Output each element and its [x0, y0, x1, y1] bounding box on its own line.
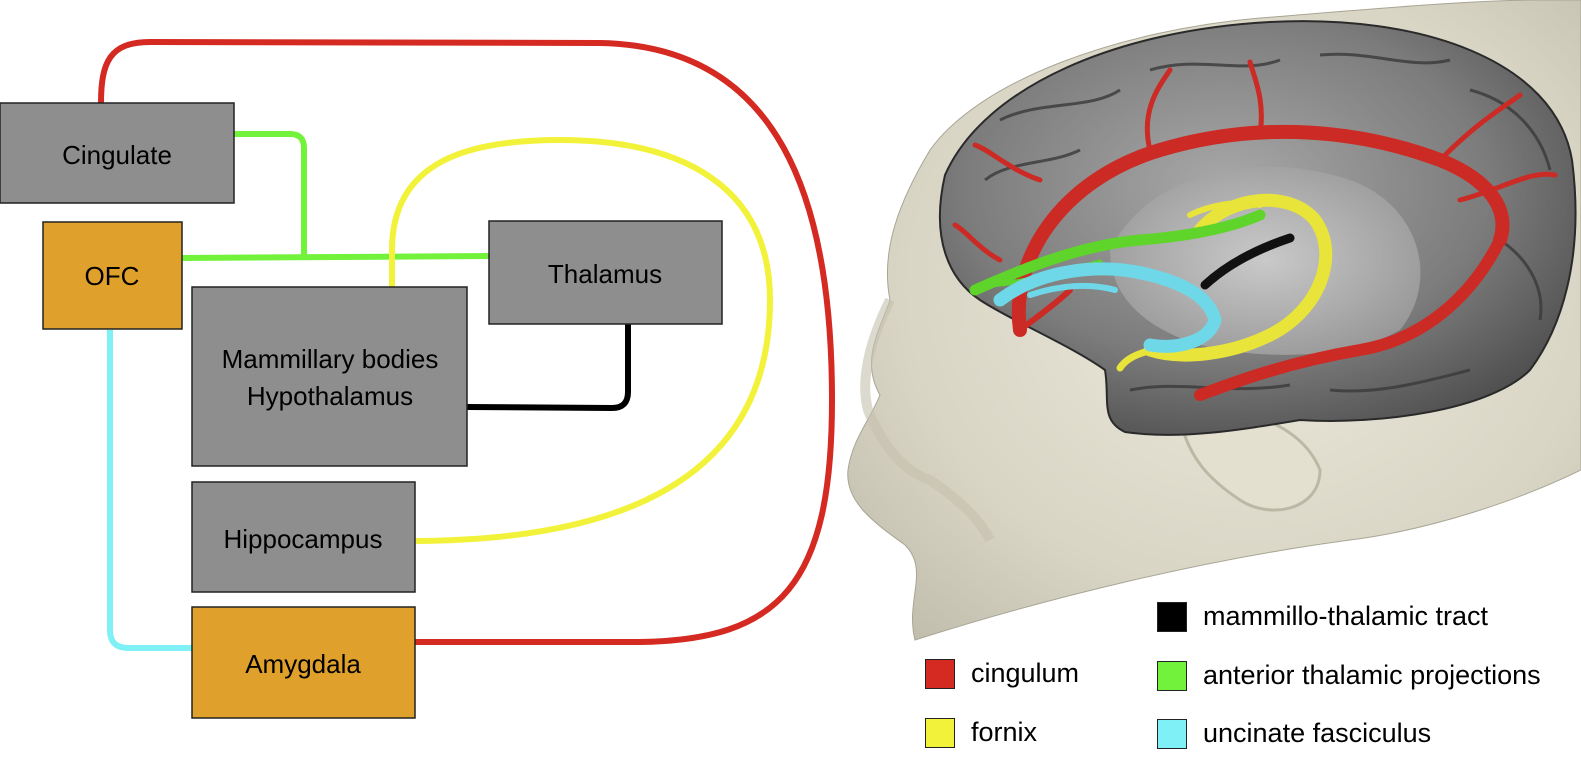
node-box: [191, 606, 416, 719]
node-box: [191, 481, 416, 593]
connectivity-diagram: Cingulate OFC Thalamus Mammillary bodies…: [0, 38, 836, 719]
legend-swatch: [925, 717, 955, 748]
anterior-thalamic-connection-cingulate: [234, 131, 307, 258]
legend-swatch: [1157, 718, 1187, 749]
node-thalamus: Thalamus: [488, 220, 723, 325]
legend-label: uncinate fasciculus: [1203, 718, 1432, 748]
legend-swatch: [1157, 660, 1187, 691]
node-cingulate: Cingulate: [0, 102, 235, 204]
mammillothalamic-fibres: [1200, 233, 1295, 290]
gyral-folds: [984, 52, 1552, 393]
cingulum-fibres: [952, 59, 1558, 401]
uncinate-fibres: [993, 262, 1222, 353]
node-box: [191, 286, 468, 467]
node-box: [0, 102, 235, 204]
node-amygdala: Amygdala: [191, 606, 416, 719]
face-shading: [860, 297, 995, 543]
node-mammillary-hypothalamus: Mammillary bodies Hypothalamus: [191, 286, 468, 467]
legend-label: anterior thalamic projections: [1203, 660, 1541, 690]
anterior-thalamic-connection-ofc: [181, 253, 491, 261]
node-label-line1: Mammillary bodies: [222, 344, 439, 374]
legend-label: mammillo-thalamic tract: [1203, 601, 1489, 631]
legend-label: fornix: [971, 717, 1038, 747]
node-label: Thalamus: [548, 259, 662, 289]
node-ofc: OFC: [42, 221, 183, 330]
uncinate-connection: [107, 330, 192, 651]
legend-item-cingulum: cingulum: [925, 658, 1079, 689]
legend-item-fornix: fornix: [925, 717, 1037, 748]
mammillothalamic-connection: [466, 324, 631, 412]
legend-swatch: [925, 658, 955, 689]
node-label-line2: Hypothalamus: [247, 381, 413, 411]
legend-swatch: [1157, 601, 1187, 632]
legend-item-anterior-thalamic: anterior thalamic projections: [1157, 660, 1541, 691]
legend-item-mammillothalamic: mammillo-thalamic tract: [1157, 601, 1488, 632]
head-brain-illustration: [847, 0, 1581, 641]
node-box: [488, 220, 723, 325]
node-label: Amygdala: [245, 649, 361, 679]
node-label: Cingulate: [62, 140, 172, 170]
fornix-connection: [389, 136, 774, 544]
node-label: Hippocampus: [224, 524, 383, 554]
node-hippocampus: Hippocampus: [191, 481, 416, 593]
node-box: [42, 221, 183, 330]
legend-label: cingulum: [971, 658, 1080, 688]
fornix-fibres: [1116, 193, 1333, 372]
node-label: OFC: [85, 261, 140, 291]
cingulum-connection: [98, 38, 836, 645]
legend-item-uncinate: uncinate fasciculus: [1157, 718, 1431, 749]
